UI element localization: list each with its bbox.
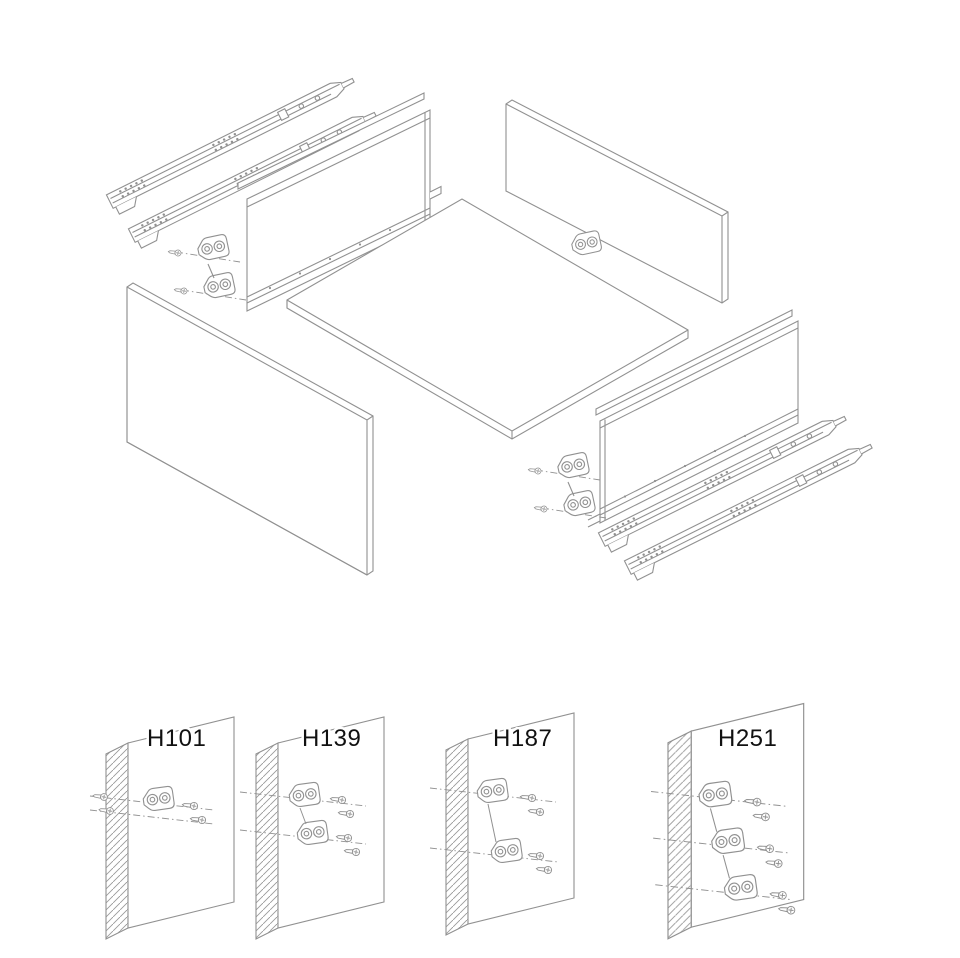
detail-views: H101 H139 H187 H251: [89, 702, 805, 940]
right-gallery-profile: [595, 309, 793, 416]
right-front-brackets: [527, 451, 607, 519]
detail-view-h251: [650, 702, 805, 940]
left-gallery-profile: [237, 92, 425, 190]
detail-view-h101: [89, 716, 235, 940]
screw-icon: [92, 791, 109, 802]
left-front-brackets: [167, 233, 247, 301]
detail-label-h251: H251: [718, 725, 777, 752]
drawer-bottom-panel: [286, 198, 689, 440]
front-panel: [126, 282, 374, 576]
screw-icon: [777, 904, 796, 915]
exploded-assembly: [106, 74, 878, 582]
front-bracket-icon: [561, 489, 597, 519]
screw-icon: [533, 504, 548, 513]
detail-label-h187: H187: [493, 725, 552, 752]
detail-labels: H101 H139 H187 H251: [145, 723, 780, 755]
back-panel: [505, 99, 729, 304]
front-bracket-icon: [195, 233, 231, 263]
screw-icon: [167, 248, 182, 257]
screw-icon: [527, 466, 542, 475]
right-drawer-side-panel: [587, 320, 799, 528]
screw-icon: [173, 286, 188, 295]
left-drawer-side-panel: [246, 109, 442, 312]
detail-view-h139: [239, 716, 385, 940]
front-bracket-icon: [201, 271, 237, 301]
detail-label-h139: H139: [302, 725, 361, 752]
detail-label-h101: H101: [147, 725, 206, 752]
center-fixing-bracket: [569, 229, 603, 257]
front-bracket-icon: [555, 451, 591, 481]
detail-view-h187: [429, 712, 575, 936]
